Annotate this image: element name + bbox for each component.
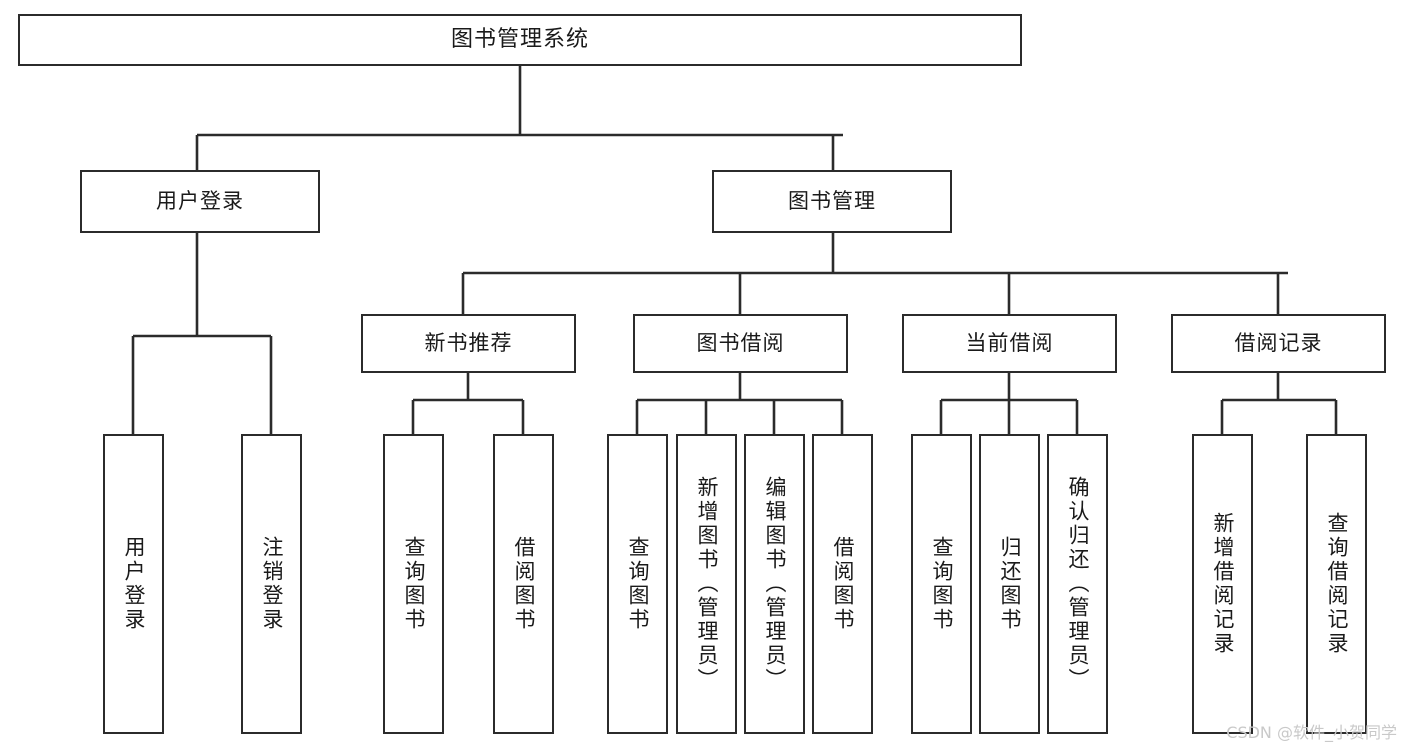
node-label: 借阅图书 [512, 536, 536, 632]
leaf-query-book-current[interactable]: 查询图书 [911, 434, 972, 734]
leaf-query-book-borrow[interactable]: 查询图书 [607, 434, 668, 734]
node-label: 当前借阅 [965, 331, 1054, 356]
node-label: 新增借阅记录 [1211, 512, 1235, 656]
leaf-query-borrow-record[interactable]: 查询借阅记录 [1306, 434, 1367, 734]
node-label: 新增图书（管理员） [695, 476, 719, 692]
node-label: 新书推荐 [424, 331, 513, 356]
node-label: 查询借阅记录 [1325, 512, 1349, 656]
node-label: 用户登录 [156, 189, 244, 214]
node-label: 图书管理系统 [450, 27, 589, 53]
node-label: 用户登录 [122, 536, 146, 632]
node-label: 查询图书 [626, 536, 650, 632]
leaf-confirm-return-admin[interactable]: 确认归还（管理员） [1047, 434, 1108, 734]
leaf-return-book[interactable]: 归还图书 [979, 434, 1040, 734]
node-label: 借阅图书 [831, 536, 855, 632]
node-root-system[interactable]: 图书管理系统 [18, 14, 1022, 66]
node-label: 归还图书 [998, 536, 1022, 632]
node-label: 图书借阅 [696, 331, 785, 356]
leaf-borrow-book[interactable]: 借阅图书 [812, 434, 873, 734]
node-label: 确认归还（管理员） [1066, 476, 1090, 692]
node-current-borrow[interactable]: 当前借阅 [902, 314, 1117, 373]
node-label: 借阅记录 [1234, 331, 1323, 356]
leaf-user-logout[interactable]: 注销登录 [241, 434, 302, 734]
node-new-book-recommend[interactable]: 新书推荐 [361, 314, 576, 373]
node-label: 查询图书 [930, 536, 954, 632]
node-label: 编辑图书（管理员） [763, 476, 787, 692]
node-label: 查询图书 [402, 536, 426, 632]
node-label: 图书管理 [788, 189, 876, 214]
leaf-add-borrow-record[interactable]: 新增借阅记录 [1192, 434, 1253, 734]
node-borrow-record[interactable]: 借阅记录 [1171, 314, 1386, 373]
leaf-borrow-book-recommend[interactable]: 借阅图书 [493, 434, 554, 734]
leaf-edit-book-admin[interactable]: 编辑图书（管理员） [744, 434, 805, 734]
leaf-query-book-recommend[interactable]: 查询图书 [383, 434, 444, 734]
node-user-login[interactable]: 用户登录 [80, 170, 320, 233]
node-book-borrow[interactable]: 图书借阅 [633, 314, 848, 373]
leaf-user-login[interactable]: 用户登录 [103, 434, 164, 734]
node-book-manage[interactable]: 图书管理 [712, 170, 952, 233]
leaf-add-book-admin[interactable]: 新增图书（管理员） [676, 434, 737, 734]
node-label: 注销登录 [260, 536, 284, 632]
watermark: CSDN @软件_小贺同学 [1226, 723, 1397, 742]
